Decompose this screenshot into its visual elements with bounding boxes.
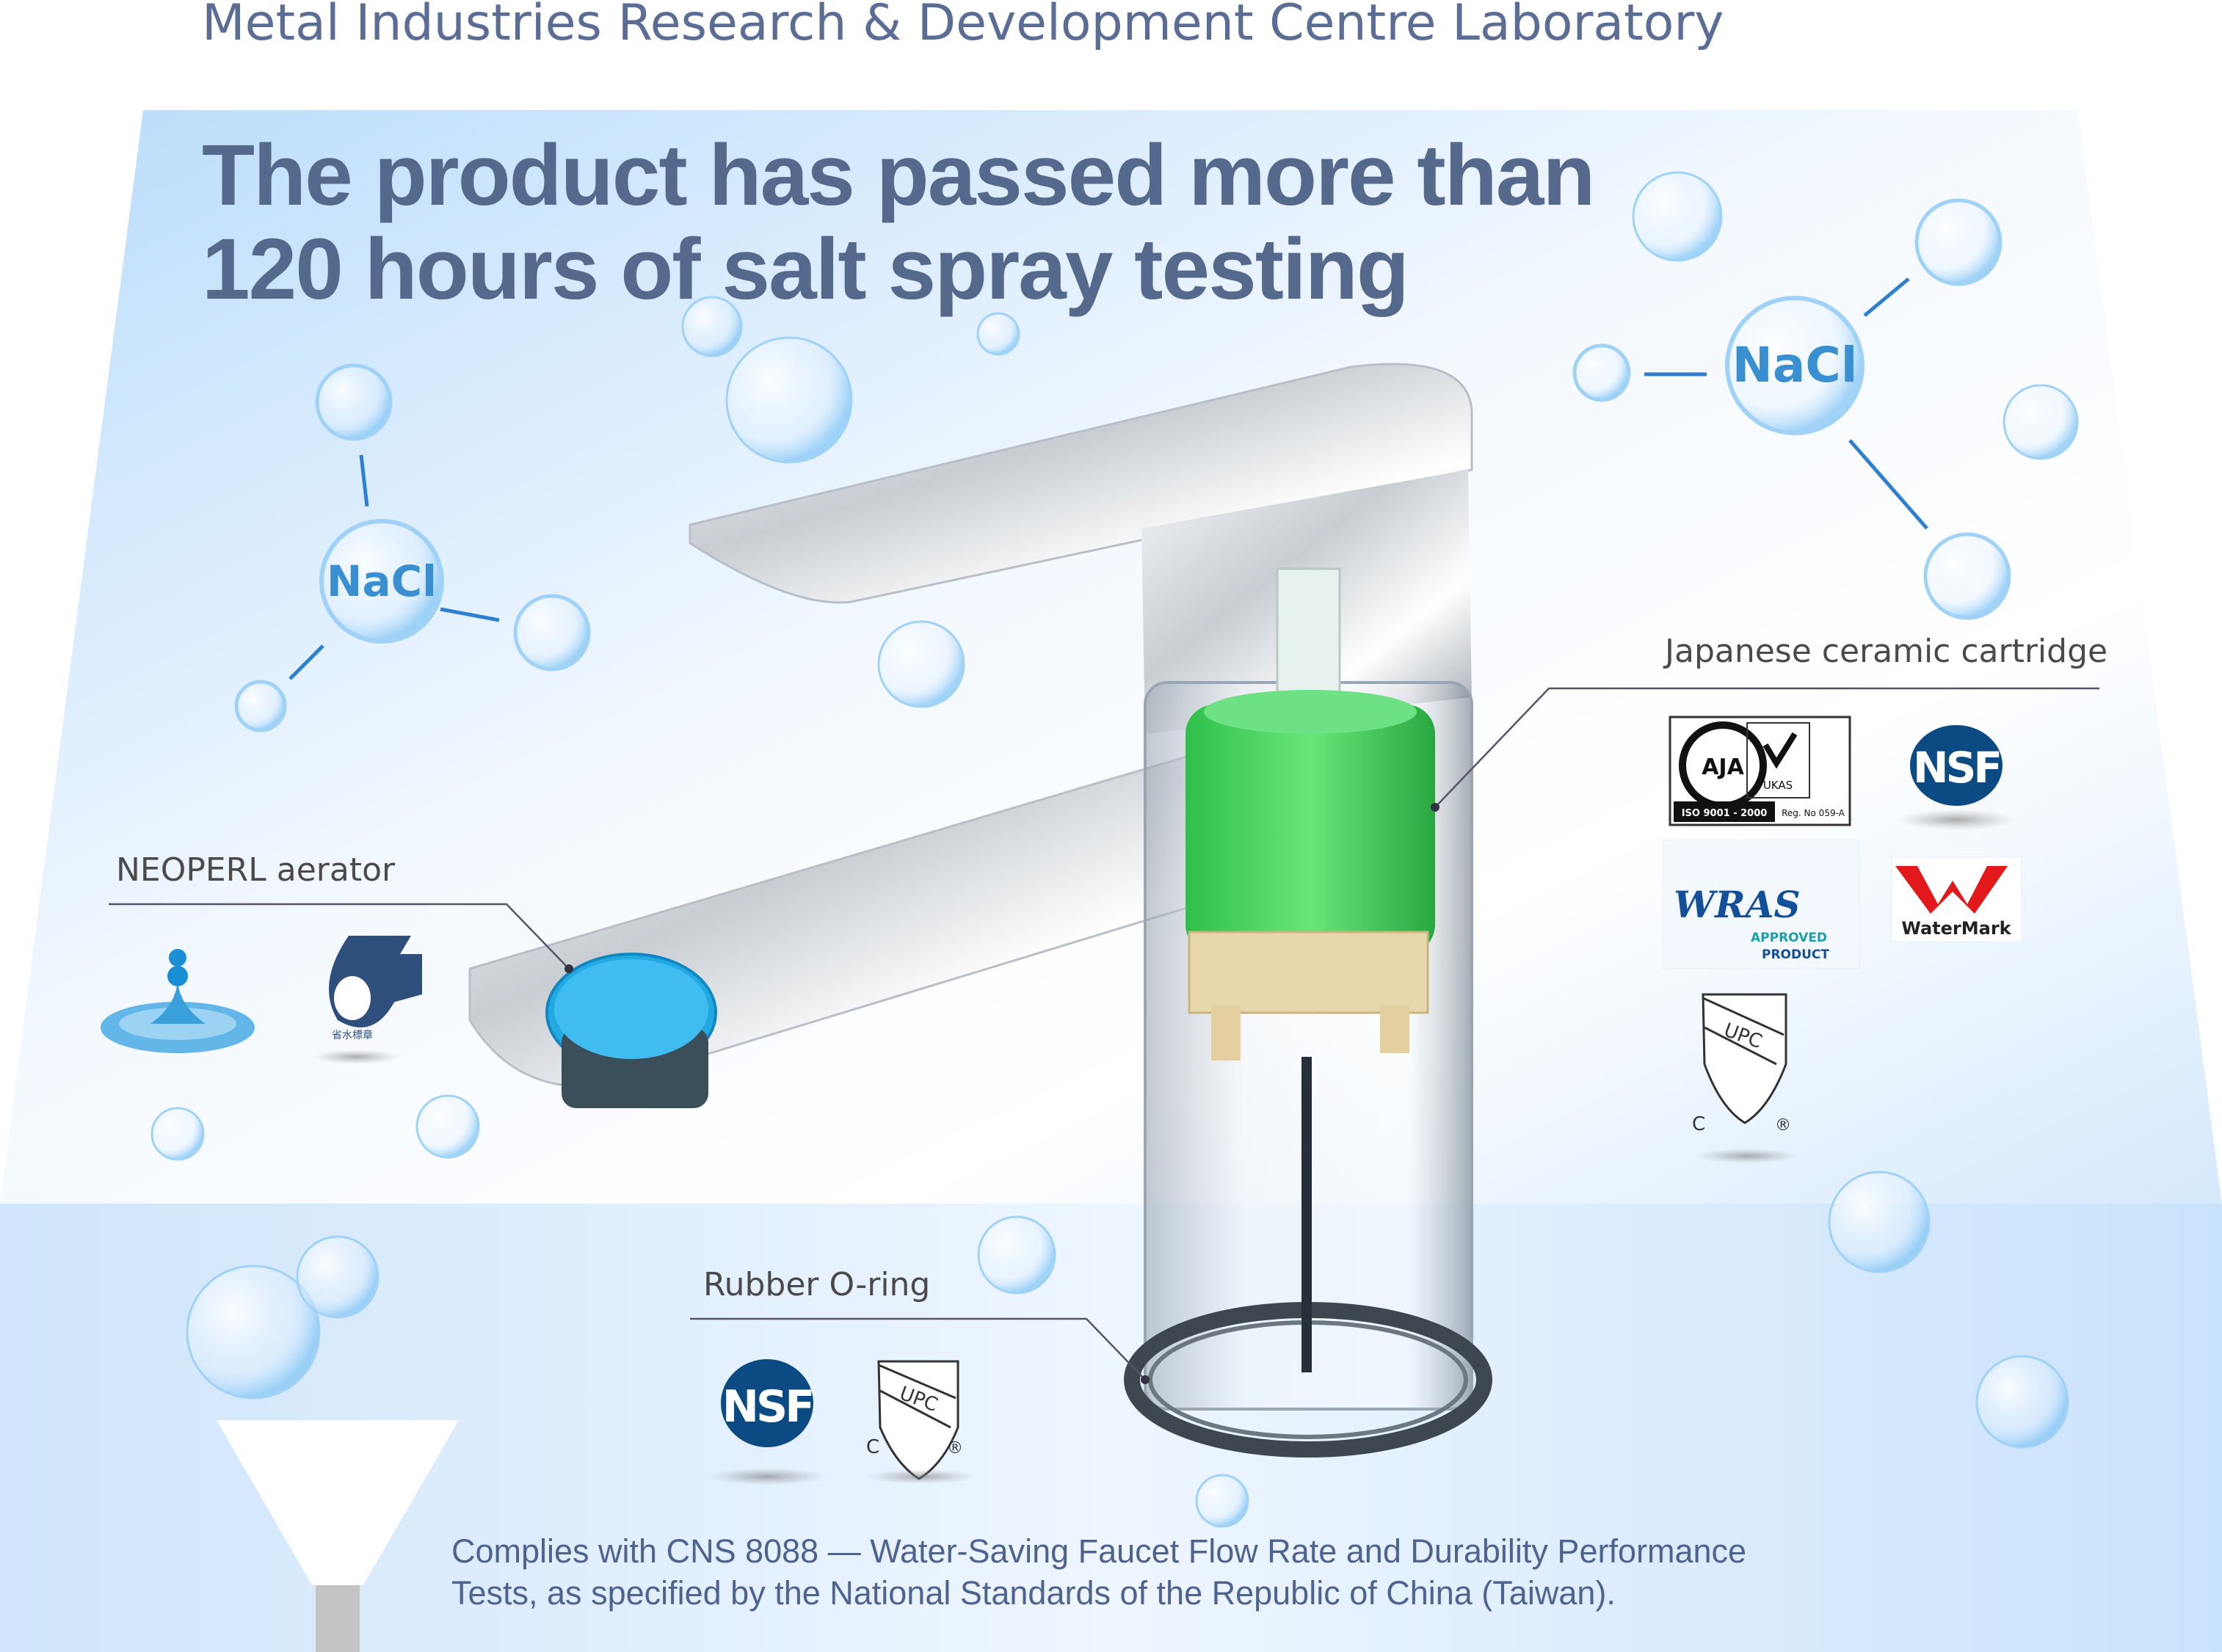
svg-text:Reg. No 059-A: Reg. No 059-A bbox=[1782, 808, 1845, 818]
cartridge-body bbox=[1186, 705, 1435, 954]
svg-text:ISO 9001 - 2000: ISO 9001 - 2000 bbox=[1682, 808, 1768, 819]
upc-logo-cartridge: UPC C ® bbox=[1692, 993, 1798, 1163]
nacl-label-right: NaCl bbox=[1732, 337, 1858, 393]
svg-text:C: C bbox=[1692, 1113, 1705, 1135]
bubble bbox=[976, 312, 1020, 356]
svg-text:PRODUCT: PRODUCT bbox=[1762, 947, 1829, 962]
oring-callout-line bbox=[690, 1317, 1146, 1380]
nacl-label-left: NaCl bbox=[327, 556, 437, 606]
bubble bbox=[415, 1094, 480, 1159]
nsf-logo-oring: NSF bbox=[708, 1359, 826, 1485]
bubble bbox=[296, 1235, 380, 1319]
bubble bbox=[150, 1107, 205, 1161]
upc-logo-oring: UPC C ® bbox=[866, 1360, 976, 1484]
watermark-logo: WaterMark bbox=[1891, 856, 2022, 942]
funnel-shape bbox=[217, 1420, 459, 1585]
aja-ukas-logo: AJA UKAS ISO 9001 - 2000 Reg. No 059-A bbox=[1669, 716, 1851, 826]
water-drop-logo bbox=[101, 949, 255, 1053]
aerator-callout-label: NEOPERL aerator bbox=[116, 851, 396, 889]
bubble bbox=[977, 1215, 1056, 1295]
footer-line-1: Complies with CNS 8088 — Water-Saving Fa… bbox=[451, 1532, 1747, 1570]
headline: The product has passed more than 120 hou… bbox=[202, 127, 1595, 318]
svg-text:WRAS: WRAS bbox=[1674, 883, 1801, 926]
faucet-illustration bbox=[468, 363, 1492, 1458]
water-saving-logo-text: 省水標章 bbox=[332, 1029, 373, 1041]
headline-line-2: 120 hours of salt spray testing bbox=[202, 221, 1409, 318]
compliance-footer: Complies with CNS 8088 — Water-Saving Fa… bbox=[451, 1530, 1746, 1614]
footer-line-2: Tests, as specified by the National Stan… bbox=[451, 1574, 1616, 1612]
svg-text:C: C bbox=[866, 1436, 879, 1458]
svg-text:WaterMark: WaterMark bbox=[1901, 918, 2011, 939]
headline-line-1: The product has passed more than bbox=[202, 127, 1595, 224]
bubble bbox=[2003, 384, 2079, 460]
water-saving-label-logo: 省水標章 bbox=[312, 936, 422, 1064]
cartridge-base bbox=[1188, 931, 1429, 1014]
aerator-callout-line bbox=[109, 903, 570, 969]
bubble bbox=[681, 296, 743, 357]
lab-name-header: Metal Industries Research & Development … bbox=[202, 0, 1724, 52]
bubble bbox=[1632, 171, 1723, 262]
funnel-stem bbox=[316, 1585, 360, 1652]
cartridge-callout-line bbox=[1434, 687, 2099, 808]
nacl-molecule-left bbox=[234, 363, 591, 732]
svg-text:APPROVED: APPROVED bbox=[1751, 931, 1827, 945]
nsf-logo-cartridge: NSF bbox=[1898, 725, 2015, 830]
nacl-molecule-right bbox=[1572, 198, 2011, 620]
bubble bbox=[877, 620, 965, 708]
svg-text:®: ® bbox=[1775, 1116, 1791, 1135]
svg-text:NSF: NSF bbox=[722, 1381, 812, 1433]
oring-callout-label: Rubber O-ring bbox=[703, 1266, 931, 1303]
bubble bbox=[1828, 1171, 1931, 1273]
svg-text:NSF: NSF bbox=[1913, 743, 2000, 793]
svg-text:AJA: AJA bbox=[1702, 754, 1744, 780]
svg-text:®: ® bbox=[947, 1439, 963, 1458]
wras-logo: WRAS APPROVED PRODUCT bbox=[1662, 840, 1860, 969]
bubble bbox=[1195, 1474, 1249, 1528]
bubble bbox=[725, 336, 853, 464]
decorative-bubbles bbox=[150, 171, 2079, 1528]
cartridge-callout-label: Japanese ceramic cartridge bbox=[1665, 633, 2108, 670]
callout-lines bbox=[109, 687, 2099, 1380]
bubble bbox=[186, 1265, 321, 1400]
svg-text:UKAS: UKAS bbox=[1763, 779, 1793, 792]
bubble bbox=[1975, 1355, 2069, 1449]
